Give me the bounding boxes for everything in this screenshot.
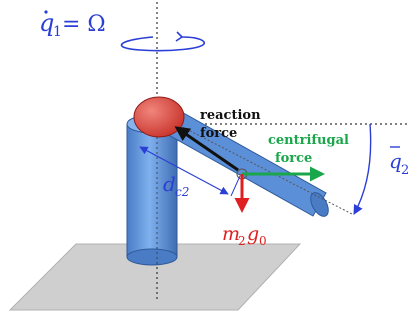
reaction-force-arrow bbox=[174, 126, 239, 172]
angle-arc-q2 bbox=[353, 123, 372, 215]
link-2-axis bbox=[164, 117, 353, 215]
dc2-tick bbox=[230, 175, 241, 197]
centrifugal-label-line1: centrifugal bbox=[268, 133, 349, 148]
gravity-gsub: 0 bbox=[259, 234, 267, 248]
dc2-label: d c2 bbox=[163, 172, 189, 199]
joint-2-sphere bbox=[133, 96, 185, 138]
q2-label: q 2 bbox=[389, 146, 409, 178]
gravity-m: m bbox=[222, 223, 240, 245]
q2-sub: 2 bbox=[401, 163, 409, 178]
dc2-dimension-arrow bbox=[139, 146, 229, 195]
gravity-msub: 2 bbox=[238, 234, 246, 248]
centrifugal-label-line2: force bbox=[275, 151, 312, 166]
angular-velocity-label: q 1 = Ω bbox=[39, 9, 106, 40]
dc2-sub: c2 bbox=[175, 185, 189, 199]
omega-sub: 1 bbox=[53, 24, 62, 40]
reaction-label-line1: reaction bbox=[200, 108, 261, 123]
q2-main: q bbox=[389, 149, 402, 173]
reaction-label-line2: force bbox=[200, 126, 237, 141]
gravity-g: g bbox=[247, 223, 259, 245]
base-plate bbox=[8, 243, 302, 311]
omega-rhs: = Ω bbox=[62, 12, 106, 37]
rotation-direction-icon bbox=[120, 31, 205, 52]
dc2-main: d bbox=[163, 172, 176, 196]
gravity-label: m 2 g 0 bbox=[222, 223, 267, 248]
omega-lhs: q bbox=[39, 9, 54, 37]
